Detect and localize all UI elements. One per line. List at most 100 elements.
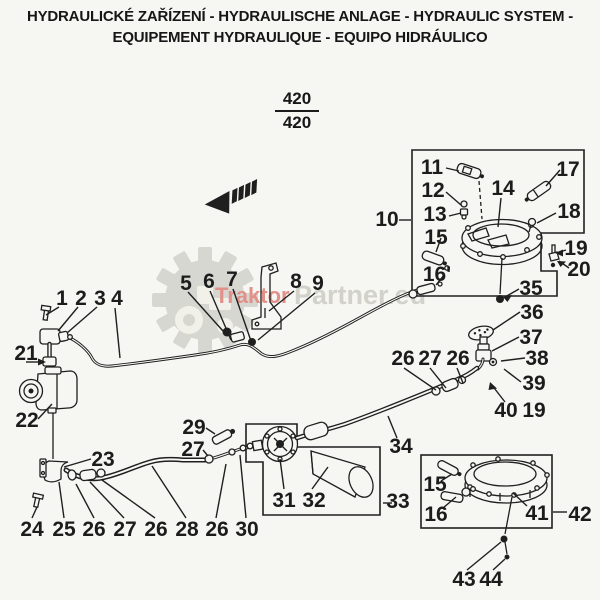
- callout-12: 12: [421, 179, 444, 202]
- callout-43: 43: [452, 568, 475, 591]
- figure-number: 420 420: [257, 90, 337, 132]
- hose-part-27-mid: [441, 377, 459, 393]
- spring-part-12: [459, 200, 469, 220]
- fraction-bar: [275, 110, 319, 112]
- callout-19b: 19: [522, 399, 545, 422]
- assembly-dashed-line: [478, 180, 483, 220]
- callout-labels: 1 2 3 4 5 6 7 8 9 10 11 12 13 14 15 16' …: [14, 156, 591, 591]
- callout-9: 9: [312, 272, 324, 295]
- suction-union-37-38-39: [475, 336, 498, 371]
- ring-drop-line: [504, 496, 513, 535]
- callout-16-prime: 16': [423, 263, 451, 286]
- callout-42: 42: [568, 503, 591, 526]
- suction-elbow-23: [39, 458, 69, 483]
- page-title-line1: HYDRAULICKÉ ZAŘÍZENÍ - HYDRAULISCHE ANLA…: [26, 8, 573, 25]
- callout-34: 34: [389, 435, 413, 458]
- direction-arrow-icon: [204, 179, 258, 214]
- callout-15b: 15: [423, 473, 447, 496]
- callout-44: 44: [479, 568, 503, 591]
- nut-part-21: [42, 356, 57, 367]
- page-title: HYDRAULICKÉ ZAŘÍZENÍ - HYDRAULISCHE ANLA…: [0, 6, 600, 48]
- nut-part-27-lower: [204, 454, 214, 464]
- callout-29: 29: [182, 416, 205, 439]
- callout-37: 37: [519, 326, 542, 349]
- callout-4: 4: [111, 287, 123, 310]
- callout-1: 1: [56, 287, 68, 310]
- callout-28: 28: [175, 518, 199, 541]
- callout-27a: 27: [418, 347, 441, 370]
- callout-13: 13: [423, 203, 446, 226]
- tractor-silhouette-icon: [175, 286, 233, 334]
- leader-arrowheads: [38, 249, 566, 390]
- callout-26c: 26: [82, 518, 105, 541]
- callout-38: 38: [525, 347, 549, 370]
- callout-17: 17: [556, 158, 579, 181]
- fitting-part-15-upper: [421, 250, 447, 266]
- callout-16b: 16: [424, 503, 447, 526]
- group-box-42: [420, 454, 553, 529]
- callout-11: 11: [421, 156, 444, 179]
- callout-23: 23: [91, 448, 114, 471]
- gear-watermark-icon: Traktor Partner.eu: [152, 247, 426, 353]
- callout-26e: 26: [205, 518, 228, 541]
- lower-suction-hose: [63, 456, 209, 482]
- callout-10: 10: [375, 208, 398, 231]
- callout-31: 31: [272, 489, 296, 512]
- suction-pipe-34: [294, 365, 480, 441]
- callout-5: 5: [180, 272, 192, 295]
- callout-26a: 26: [391, 347, 414, 370]
- figure-number-denominator: 420: [282, 113, 312, 132]
- callout-2: 2: [75, 287, 87, 310]
- ball-part-44: [504, 554, 510, 560]
- callout-3: 3: [94, 287, 106, 310]
- lower-ring-unit-41: [464, 456, 550, 535]
- page-title-line2: EQUIPEMENT HYDRAULIQUE - EQUIPO HIDRÁULI…: [112, 29, 488, 46]
- callout-27c: 27: [113, 518, 136, 541]
- callout-41: 41: [525, 502, 549, 525]
- callout-26b: 26: [446, 347, 469, 370]
- pipe-bracket-8: [251, 262, 282, 330]
- distributor-valve-31: [261, 425, 299, 463]
- fitting-part-15-lower: [437, 460, 462, 477]
- callout-15: 15: [424, 226, 448, 249]
- callout-7: 7: [226, 268, 238, 291]
- callout-40: 40: [494, 399, 517, 422]
- callout-19: 19: [564, 237, 587, 260]
- fitting-part-16-lower: [440, 486, 476, 503]
- return-pipe-4: [68, 285, 436, 368]
- callout-35: 35: [519, 277, 543, 300]
- figure-number-numerator: 420: [282, 89, 312, 108]
- callout-36: 36: [520, 301, 543, 324]
- bleed-valve-29: [211, 428, 236, 445]
- callout-39: 39: [522, 372, 545, 395]
- return-pipe-end-fitting-16: [408, 281, 443, 299]
- hose-to-distributor-fittings: [204, 439, 264, 464]
- callout-32: 32: [302, 489, 325, 512]
- callout-25: 25: [52, 518, 76, 541]
- stud-part-18: [527, 217, 537, 233]
- callout-18: 18: [557, 200, 581, 223]
- callout-24: 24: [20, 518, 44, 541]
- callout-30: 30: [235, 518, 258, 541]
- group-box-10: [411, 149, 585, 297]
- ball-part-43: [500, 535, 508, 543]
- callout-22: 22: [15, 409, 38, 432]
- nut-part-13: [459, 208, 469, 216]
- upper-ring-unit-drawing: [460, 218, 543, 295]
- screw-part: [444, 265, 450, 271]
- ball-part-35: [496, 295, 504, 303]
- callout-21: 21: [14, 342, 38, 365]
- valve-part-11: [456, 162, 485, 180]
- callout-26d: 26: [144, 518, 167, 541]
- ball-link-line: [504, 541, 508, 555]
- hydraulic-pump-22: [18, 366, 78, 459]
- pin-part-19-20: [548, 244, 560, 268]
- callout-20: 20: [567, 258, 590, 281]
- callout-27b: 27: [181, 438, 204, 461]
- oil-filter-32: [310, 450, 374, 498]
- callout-6: 6: [203, 270, 215, 293]
- leader-lines: [26, 167, 570, 571]
- callout-33: 33: [386, 490, 409, 513]
